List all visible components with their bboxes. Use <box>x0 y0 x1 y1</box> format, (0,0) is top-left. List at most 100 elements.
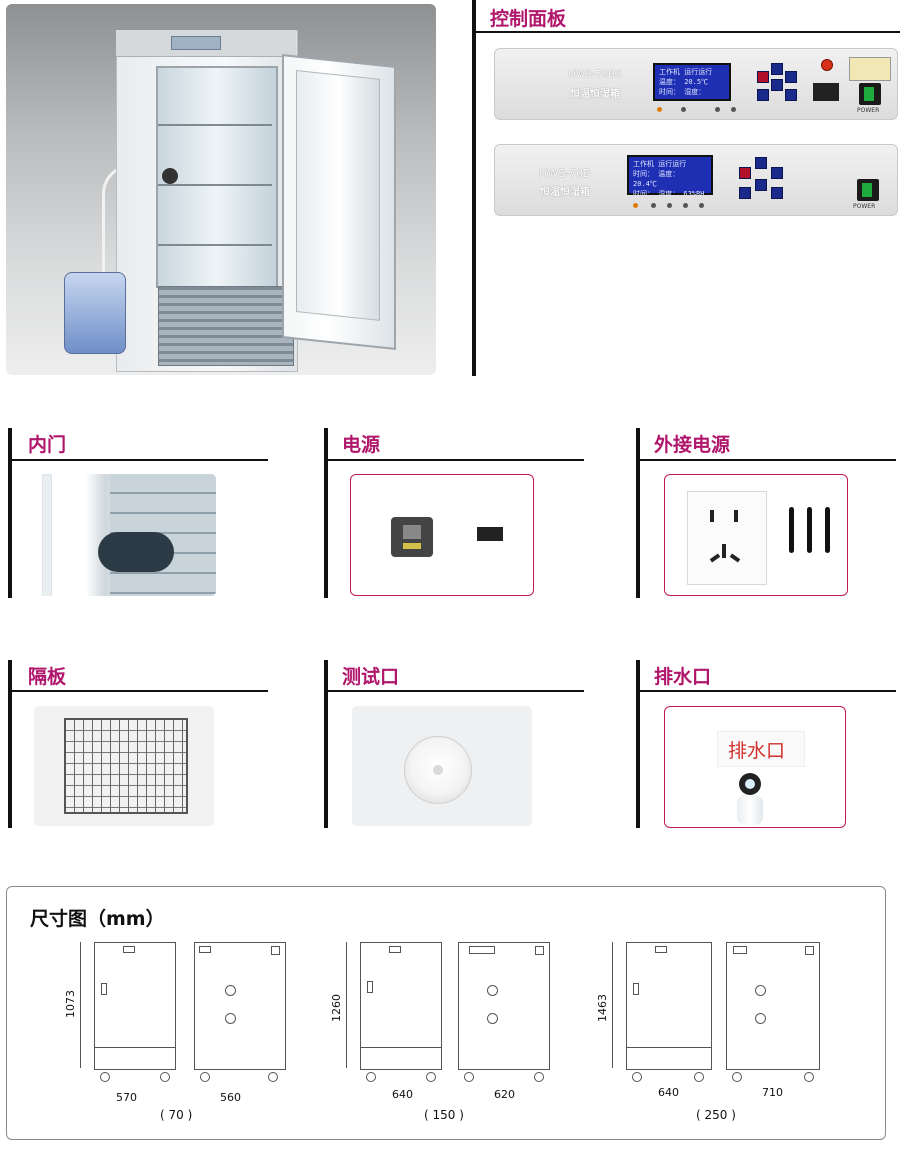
panel-lcd: 工作机 运行运行 温度： 20.5℃ 时间： 湿度： <box>653 63 731 101</box>
dip-switch[interactable] <box>813 83 839 101</box>
width-value: 570 <box>116 1091 137 1104</box>
alarm-light <box>821 59 833 71</box>
door-handle <box>162 168 178 184</box>
control-panel-b: HWS-70B 恒温恒湿箱 工作机 运行运行 时间： 温度： 20.4℃ 时间：… <box>494 144 898 216</box>
section-bar <box>324 428 328 598</box>
model-label: ( 70 ) <box>160 1108 193 1122</box>
indicator-light <box>699 203 704 208</box>
height-line <box>612 942 613 1068</box>
vent-grille <box>158 286 294 366</box>
power-title: 电源 <box>342 434 381 456</box>
drain-sign: 排水口 <box>717 731 805 767</box>
test-port-title: 测试口 <box>342 666 400 688</box>
drain-tube <box>737 795 763 825</box>
panel-name: 恒温恒湿箱 <box>570 89 620 100</box>
model-label: ( 150 ) <box>424 1108 464 1122</box>
indicator-light <box>731 107 736 112</box>
right-button[interactable] <box>785 71 797 83</box>
test-port-photo <box>352 706 532 826</box>
section-rule <box>12 690 268 692</box>
test-port-plug <box>404 736 472 804</box>
up-button[interactable] <box>771 63 783 75</box>
dimensions-title: 尺寸图（mm） <box>30 908 165 930</box>
section-bar <box>472 0 476 376</box>
indicator-light <box>657 107 662 112</box>
shift-button[interactable] <box>757 89 769 101</box>
inner-door-title: 内门 <box>28 434 67 456</box>
chamber-shelf <box>158 124 272 126</box>
set-button[interactable] <box>739 167 751 179</box>
shelf-photo <box>34 706 214 826</box>
right-button[interactable] <box>771 167 783 179</box>
timer-counter <box>849 57 891 81</box>
height-value: 1073 <box>64 990 77 1018</box>
indicator-light <box>681 107 686 112</box>
power-switch[interactable] <box>857 179 879 201</box>
door-edge <box>42 474 52 596</box>
chamber-shelf <box>158 244 272 246</box>
drain-hole <box>739 773 761 795</box>
power-label: POWER <box>853 203 876 210</box>
control-panel-title: 控制面板 <box>490 8 567 30</box>
set-button[interactable] <box>757 71 769 83</box>
external-power-title: 外接电源 <box>654 434 731 456</box>
drain-photo: 排水口 <box>664 706 846 828</box>
side-view <box>458 942 550 1070</box>
product-photo <box>6 4 436 375</box>
enter-button[interactable] <box>785 89 797 101</box>
section-rule <box>476 31 900 33</box>
section-rule <box>12 459 268 461</box>
wall-outlet <box>687 491 767 585</box>
door-glass <box>296 70 380 321</box>
power-socket <box>391 517 433 557</box>
height-value: 1260 <box>330 994 343 1022</box>
depth-value: 710 <box>762 1086 783 1099</box>
height-line <box>346 942 347 1068</box>
inner-door-photo <box>30 474 216 596</box>
section-bar <box>636 428 640 598</box>
front-view <box>94 942 176 1070</box>
section-rule <box>328 459 584 461</box>
side-view <box>194 942 286 1070</box>
depth-value: 620 <box>494 1088 515 1101</box>
shift-button[interactable] <box>739 187 751 199</box>
down-button[interactable] <box>771 79 783 91</box>
power-switch[interactable] <box>859 83 881 105</box>
section-rule <box>640 459 896 461</box>
signal-port <box>477 527 503 541</box>
water-tank <box>64 272 126 354</box>
control-panel-bx: HWS-70BX 恒温恒湿箱 工作机 运行运行 温度： 20.5℃ 时间： 湿度… <box>494 48 898 120</box>
front-view <box>626 942 712 1070</box>
drain-title: 排水口 <box>654 666 712 688</box>
chamber-shelf <box>158 184 272 186</box>
side-view <box>726 942 820 1070</box>
power-photo <box>350 474 534 596</box>
down-button[interactable] <box>755 179 767 191</box>
panel-model: HWS-70BX <box>568 69 622 80</box>
up-button[interactable] <box>755 157 767 169</box>
indicator-light <box>633 203 638 208</box>
power-label: POWER <box>857 107 880 114</box>
depth-value: 560 <box>220 1091 241 1104</box>
front-view <box>360 942 442 1070</box>
indicator-light <box>683 203 688 208</box>
enter-button[interactable] <box>771 187 783 199</box>
width-value: 640 <box>658 1086 679 1099</box>
model-label: ( 250 ) <box>696 1108 736 1122</box>
height-value: 1463 <box>596 994 609 1022</box>
external-power-photo <box>664 474 848 596</box>
panel-lcd: 工作机 运行运行 时间： 温度： 20.4℃ 时间： 湿度： 63%RH <box>627 155 713 198</box>
indicator-light <box>715 107 720 112</box>
section-bar <box>324 660 328 828</box>
cabinet-display <box>171 36 221 50</box>
section-rule <box>640 690 896 692</box>
section-rule <box>328 690 584 692</box>
panel-model: HWS-70B <box>539 167 591 180</box>
wire-shelf <box>64 718 188 814</box>
width-value: 640 <box>392 1088 413 1101</box>
door-latch <box>98 532 174 572</box>
section-bar <box>8 660 12 828</box>
indicator-light <box>667 203 672 208</box>
height-line <box>80 942 81 1068</box>
shelf-title: 隔板 <box>28 666 67 688</box>
